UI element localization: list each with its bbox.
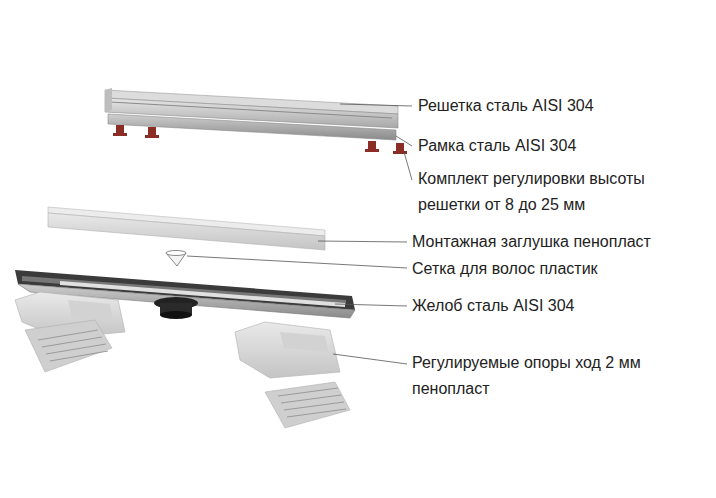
part-label: Регулируемые опоры ход 2 мм пенопласт — [412, 350, 694, 402]
hair-mesh — [166, 251, 186, 267]
mounting-plug — [48, 207, 325, 250]
part-label: Монтажная заглушка пенопласт — [412, 229, 651, 255]
part-label: Сетка для волос пластик — [412, 256, 598, 282]
part-label: Комплект регулировки высоты решетки от 8… — [418, 166, 700, 218]
part-label: Рамка сталь AISI 304 — [418, 133, 576, 159]
supports — [15, 292, 350, 428]
part-label: Желоб сталь AISI 304 — [412, 293, 575, 319]
leader-lines — [187, 104, 412, 364]
part-label: Решетка сталь AISI 304 — [418, 93, 594, 119]
frame — [108, 114, 396, 140]
height-feet — [113, 125, 407, 154]
